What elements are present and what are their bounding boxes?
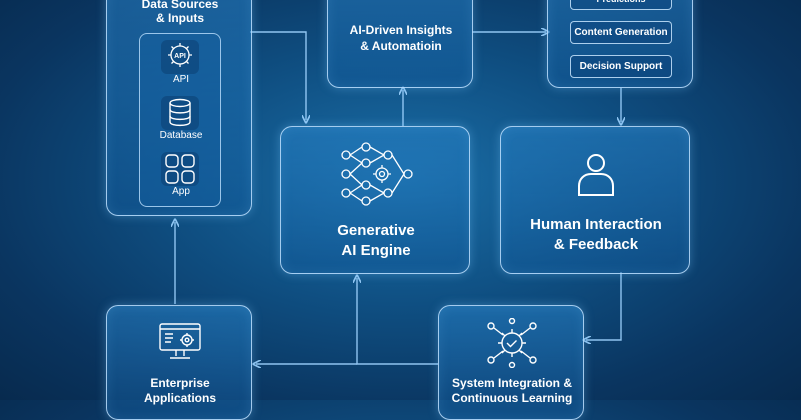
engine-card: Generative AI Engine	[280, 126, 470, 274]
output-predictions: Predictions	[570, 0, 672, 10]
enterprise-card: Enterprise Applications	[106, 305, 252, 420]
engine-title: Generative AI Engine	[337, 222, 415, 259]
database-tile	[161, 96, 199, 130]
connector-lines	[0, 0, 801, 400]
outputs-card: Predictions Content Generation Decision …	[547, 0, 693, 88]
api-tile: API	[161, 40, 199, 74]
app-grid-icon	[165, 154, 195, 184]
database-icon	[169, 98, 191, 127]
person-icon	[578, 154, 614, 196]
data-sources-card: Data Sources & Inputs API API	[106, 0, 252, 216]
integration-card: System Integration & Continuous Learning	[438, 305, 584, 420]
integration-title: System Integration & Continuous Learning	[451, 376, 573, 405]
enterprise-monitor-icon	[159, 323, 201, 359]
api-gear-icon: API	[168, 43, 192, 67]
output-decision-support: Decision Support	[570, 55, 672, 78]
neural-network-gear-icon	[341, 142, 413, 206]
edge-sources-to-engine	[250, 31, 306, 120]
database-label: Database	[159, 130, 203, 141]
insights-card: AI-Driven Insights & Automatioin	[327, 0, 473, 88]
human-title: Human Interaction & Feedback	[530, 216, 662, 253]
enterprise-title: Enterprise Applications	[143, 376, 216, 405]
data-sources-title: Data Sources & Inputs	[141, 0, 219, 25]
insights-title: AI-Driven Insights & Automatioin	[349, 23, 453, 53]
output-content-generation: Content Generation	[570, 21, 672, 44]
svg-text:API: API	[174, 53, 186, 60]
data-sources-inner-panel: API API Database	[139, 33, 221, 207]
gear-check-network-icon	[487, 318, 537, 368]
app-tile	[161, 152, 199, 186]
app-label: App	[172, 186, 190, 197]
edge-human-to-integration	[586, 272, 622, 340]
edge-integration-to-engine	[357, 278, 438, 365]
human-card: Human Interaction & Feedback	[500, 126, 690, 274]
api-label: API	[172, 74, 190, 85]
